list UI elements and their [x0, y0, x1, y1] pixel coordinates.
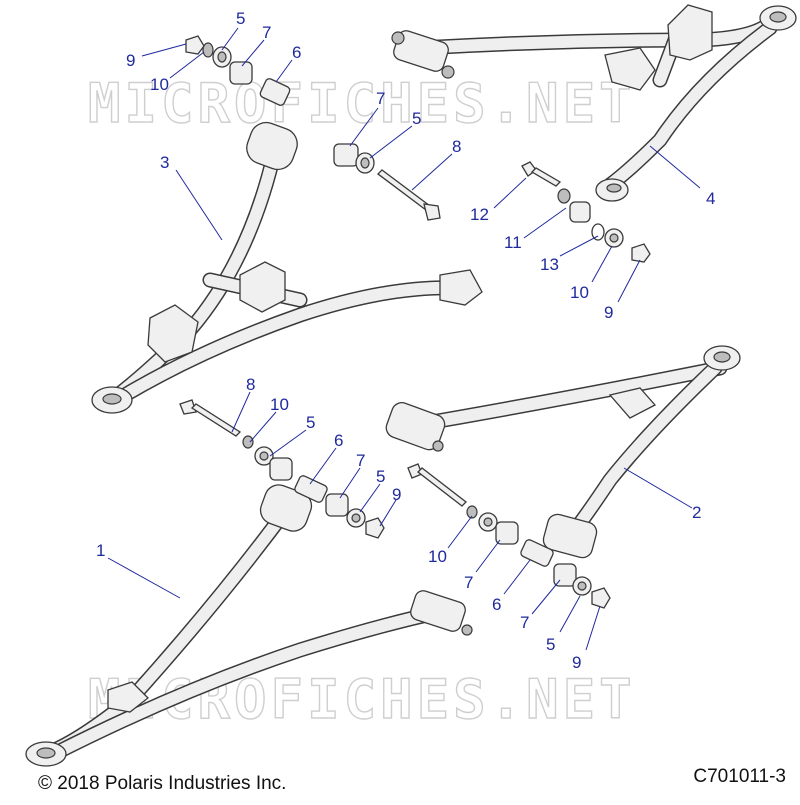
a-arm-part-3 [91, 121, 483, 414]
callout-7: 7 [376, 89, 385, 108]
callout-8: 8 [452, 137, 461, 156]
watermark-top: MICROFICHES.NET [88, 72, 636, 135]
callout-6: 6 [334, 431, 343, 450]
callout-5: 5 [376, 467, 385, 486]
hardware-group [179, 35, 651, 609]
callout-12: 12 [470, 205, 489, 224]
callout-5: 5 [412, 109, 421, 128]
callout-9: 9 [572, 653, 581, 672]
callout-6: 6 [492, 595, 501, 614]
callout-4: 4 [706, 189, 715, 208]
callout-9: 9 [392, 485, 401, 504]
a-arm-part-1 [25, 484, 473, 767]
callout-5: 5 [546, 635, 555, 654]
a-arm-part-2 [385, 345, 741, 559]
callout-5: 5 [306, 413, 315, 432]
callout-8: 8 [246, 375, 255, 394]
callout-3: 3 [160, 153, 169, 172]
diagram-code: C701011-3 [693, 766, 786, 787]
callout-7: 7 [520, 613, 529, 632]
callout-7: 7 [356, 451, 365, 470]
callout-11: 11 [504, 233, 522, 252]
callout-labels: 9 10 5 7 6 3 7 5 8 4 12 11 13 10 9 8 10 … [96, 9, 715, 672]
callout-10: 10 [270, 395, 289, 414]
callout-13: 13 [540, 255, 559, 274]
callout-5: 5 [236, 9, 245, 28]
leader-lines [107, 27, 701, 651]
copyright-notice: © 2018 Polaris Industries Inc. [38, 773, 286, 794]
callout-10: 10 [150, 75, 169, 94]
callout-7: 7 [262, 23, 271, 42]
callout-6: 6 [292, 43, 301, 62]
callout-9: 9 [126, 51, 135, 70]
a-arm-part-4 [391, 4, 797, 202]
callout-2: 2 [692, 503, 701, 522]
callout-10: 10 [428, 547, 447, 566]
callout-7: 7 [464, 573, 473, 592]
callout-1: 1 [96, 541, 105, 560]
callout-9: 9 [604, 303, 613, 322]
callout-10: 10 [570, 283, 589, 302]
